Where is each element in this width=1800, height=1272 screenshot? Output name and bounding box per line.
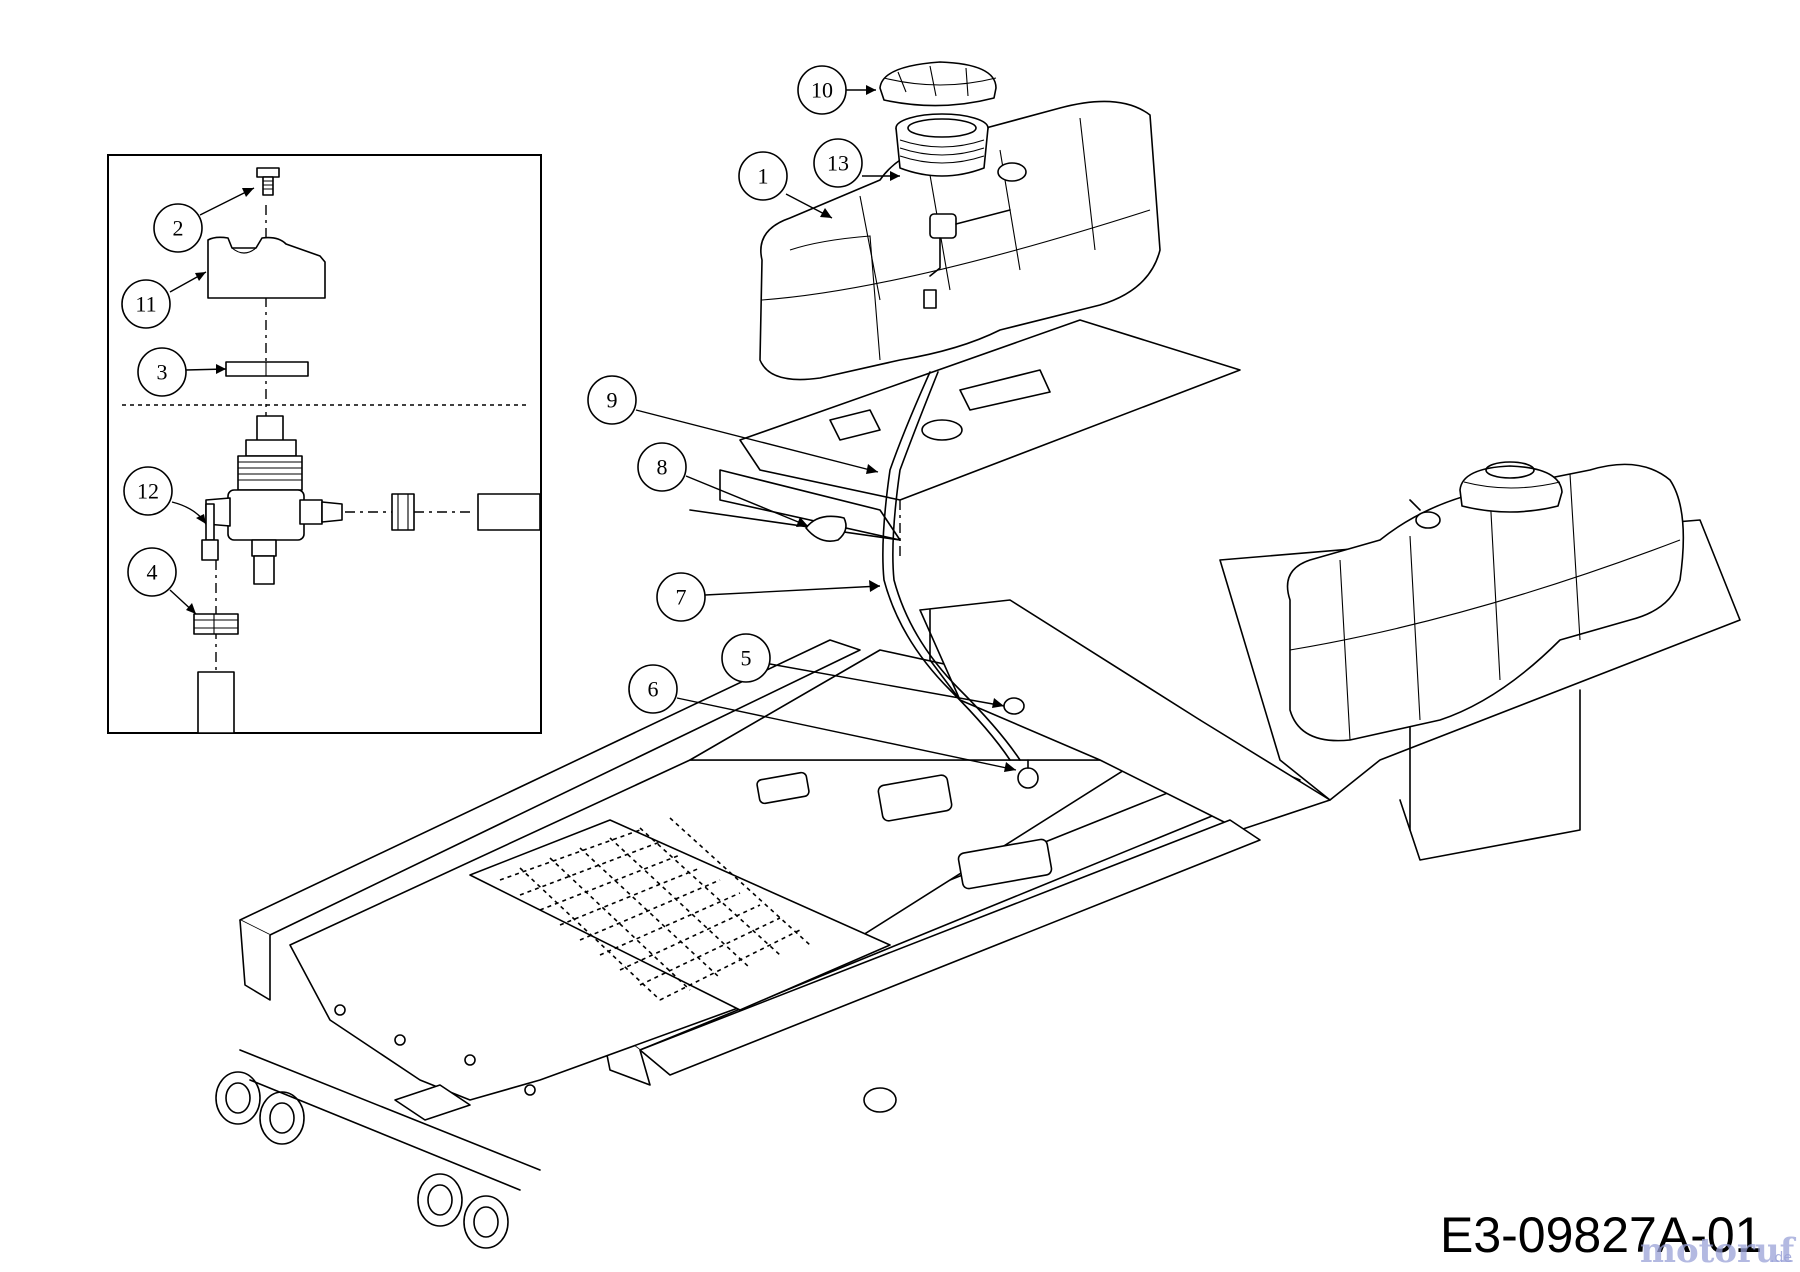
fuel-tank-upper [759, 100, 1161, 381]
callout-3-label: 3 [157, 360, 168, 385]
callout-8-label: 8 [657, 455, 668, 480]
callout-8[interactable]: 8 [637, 442, 809, 527]
fuel-line [882, 371, 1021, 761]
callout-10-label: 10 [811, 78, 833, 103]
callout-2-label: 2 [173, 216, 184, 241]
callout-1-label: 1 [758, 164, 769, 189]
caster-pivots [215, 1049, 541, 1249]
callout-4[interactable]: 4 [127, 547, 197, 615]
hose-lower-part [197, 671, 235, 734]
screw-part [256, 167, 280, 196]
floor-grate [499, 817, 811, 1001]
callout-1[interactable]: 1 [738, 151, 833, 219]
callout-5-label: 5 [741, 646, 752, 671]
svg-text:.de: .de [1770, 1250, 1792, 1266]
clamp-right-part [391, 493, 415, 531]
fuel-valve-assembly [923, 162, 1027, 309]
fuel-cap-right [1409, 461, 1563, 529]
callout-6[interactable]: 6 [628, 664, 1017, 772]
hose-clamp-8 [805, 515, 847, 542]
valve-part [201, 415, 343, 585]
callout-2[interactable]: 2 [153, 187, 255, 253]
callout-13-label: 13 [827, 151, 849, 176]
callout-5[interactable]: 5 [721, 633, 1005, 708]
callout-7-label: 7 [676, 585, 687, 610]
watermark-logo: motoruf .de [1640, 1231, 1797, 1271]
callout-11[interactable]: 11 [121, 271, 207, 329]
hose-right-part [477, 493, 541, 531]
callout-12[interactable]: 12 [123, 466, 207, 525]
callouts: 10 1 13 9 8 [121, 65, 1017, 772]
clamp-lower-part [193, 613, 239, 635]
callout-7[interactable]: 7 [656, 572, 881, 622]
callout-6-label: 6 [648, 677, 659, 702]
callout-13[interactable]: 13 [813, 138, 900, 188]
fuel-cap-upper-part [879, 61, 997, 107]
tank-mount-plate [689, 319, 1241, 560]
cover-part [207, 236, 326, 299]
gasket-part [225, 361, 309, 377]
callout-4-label: 4 [147, 560, 158, 585]
callout-11-label: 11 [135, 292, 156, 317]
callout-3[interactable]: 3 [137, 347, 227, 397]
callout-9-label: 9 [607, 388, 618, 413]
callout-9[interactable]: 9 [587, 375, 879, 474]
callout-10[interactable]: 10 [797, 65, 876, 115]
filler-neck-part [895, 113, 989, 177]
callout-12-label: 12 [137, 479, 159, 504]
svg-text:motoruf: motoruf [1640, 1231, 1797, 1271]
drawing-code: E3-09827A-01 [1440, 1207, 1762, 1263]
fuel-tank-right [1286, 463, 1685, 742]
